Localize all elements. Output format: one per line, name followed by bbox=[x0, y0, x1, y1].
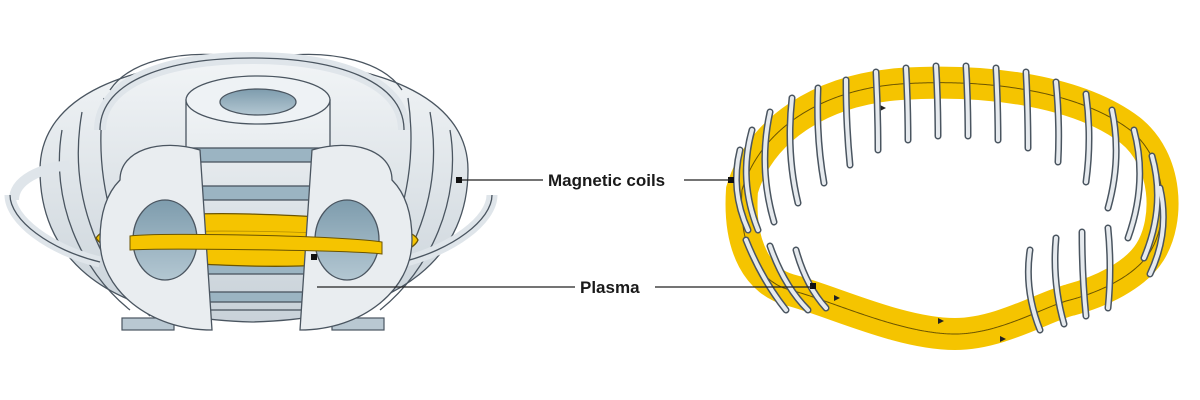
plasma-marker-right bbox=[810, 283, 816, 289]
plasma-marker-left bbox=[311, 254, 317, 260]
leader-lines bbox=[317, 179, 812, 288]
tokamak bbox=[4, 51, 498, 331]
tokamak-plasma-front bbox=[129, 233, 383, 255]
coil-marker-right bbox=[728, 177, 734, 183]
stellarator bbox=[725, 62, 1179, 351]
stellarator-coils bbox=[732, 62, 1167, 334]
coil-marker-left bbox=[456, 177, 462, 183]
magnetic-coils-label: Magnetic coils bbox=[548, 171, 665, 190]
plasma-label: Plasma bbox=[580, 278, 640, 297]
tokamak-feet bbox=[121, 317, 385, 331]
tokamak-outer-rings bbox=[4, 51, 498, 268]
